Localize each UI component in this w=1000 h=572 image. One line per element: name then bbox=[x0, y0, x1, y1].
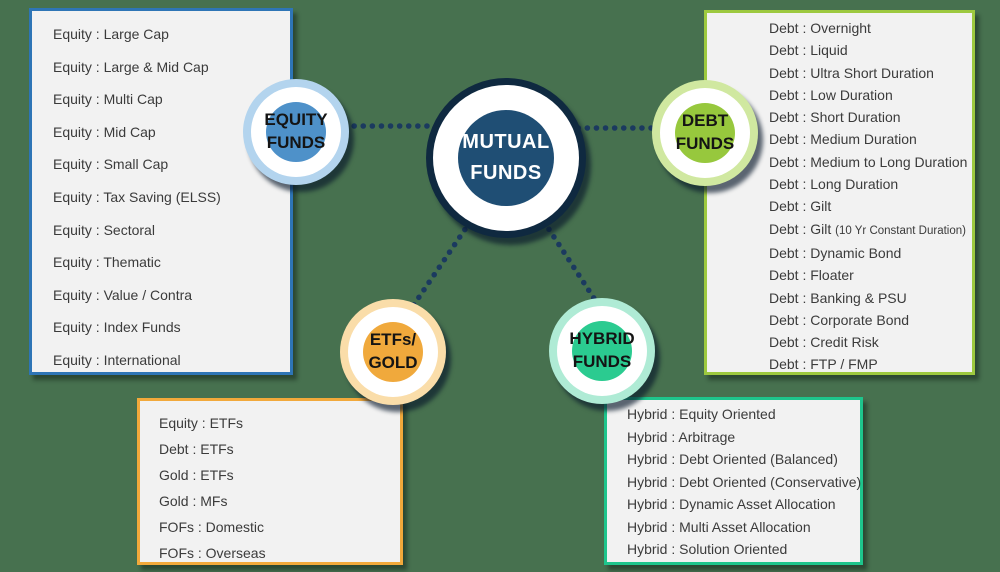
list-item: FOFs : Overseas bbox=[159, 545, 266, 561]
etf-gold-node-core: ETFs/ GOLD bbox=[363, 322, 423, 382]
list-item: Debt : Short Duration bbox=[769, 109, 901, 126]
list-item: Hybrid : Solution Oriented bbox=[627, 541, 788, 557]
list-item: Debt : Banking & PSU bbox=[769, 289, 907, 306]
list-item: Equity : Multi Cap bbox=[53, 91, 163, 108]
list-item: Equity : Mid Cap bbox=[53, 123, 156, 140]
hybrid-funds-label-line2: FUNDS bbox=[572, 352, 632, 371]
equity-funds-node: EQUITY FUNDS bbox=[243, 79, 349, 185]
list-item: Equity : Large & Mid Cap bbox=[53, 58, 209, 75]
list-item: Equity : Large Cap bbox=[53, 26, 169, 42]
list-item: Hybrid : Arbitrage bbox=[627, 428, 736, 445]
list-item: Hybrid : Debt Oriented (Balanced) bbox=[627, 451, 838, 467]
list-item: Equity : ETFs bbox=[159, 415, 244, 431]
mutual-funds-node: MUTUAL FUNDS bbox=[426, 78, 586, 238]
list-item: Debt : Ultra Short Duration bbox=[769, 64, 934, 81]
list-item: Hybrid : Equity Oriented bbox=[627, 406, 776, 422]
mutual-funds-label-line1: MUTUAL bbox=[462, 131, 550, 153]
list-item: Equity : Sectoral bbox=[53, 221, 155, 238]
list-item: Equity : Thematic bbox=[53, 254, 161, 271]
hybrid-funds-node-ring: HYBRID FUNDS bbox=[557, 306, 647, 396]
list-item: Equity : Index Funds bbox=[53, 319, 181, 336]
debt-funds-node-core: DEBT FUNDS bbox=[675, 103, 735, 163]
debt-funds-label-line2: FUNDS bbox=[675, 134, 735, 153]
debt-funds-node-ring: DEBT FUNDS bbox=[660, 88, 750, 178]
list-item: Debt : Credit Risk bbox=[769, 334, 879, 351]
equity-funds-node-ring: EQUITY FUNDS bbox=[251, 87, 341, 177]
equity-funds-node-core: EQUITY FUNDS bbox=[264, 102, 328, 162]
list-item: Debt : Floater bbox=[769, 267, 854, 284]
list-item: Debt : Liquid bbox=[769, 42, 848, 59]
list-item: Hybrid : Debt Oriented (Conservative) bbox=[627, 473, 862, 490]
list-item: Equity : Value / Contra bbox=[53, 286, 193, 303]
hybrid-funds-label-line1: HYBRID bbox=[569, 329, 635, 349]
list-item: Debt : Gilt (10 Yr Constant Duration) bbox=[769, 220, 966, 237]
list-item: Debt : Overnight bbox=[769, 20, 871, 36]
list-item: FOFs : Domestic bbox=[159, 519, 265, 535]
list-item: Equity : International bbox=[53, 351, 181, 368]
list-item: Gold : MFs bbox=[159, 493, 228, 509]
connector-center-hybrid bbox=[536, 211, 602, 309]
debt-funds-node: DEBT FUNDS bbox=[652, 80, 758, 186]
etf-gold-node-ring: ETFs/ GOLD bbox=[348, 307, 438, 397]
list-item: Debt : Medium to Long Duration bbox=[769, 153, 968, 170]
hybrid-funds-node-core: HYBRID FUNDS bbox=[569, 321, 635, 381]
list-item-note: (10 Yr Constant Duration) bbox=[835, 224, 966, 237]
debt-funds-label-line1: DEBT bbox=[681, 111, 729, 131]
etf-gold-label-line1: ETFs/ bbox=[369, 330, 417, 350]
connector-center-etf bbox=[410, 219, 473, 309]
etf-gold-label-line2: GOLD bbox=[368, 353, 418, 372]
mutual-funds-node-ring: MUTUAL FUNDS bbox=[433, 85, 579, 231]
hybrid-funds-node: HYBRID FUNDS bbox=[549, 298, 655, 404]
etf-gold-node: ETFs/ GOLD bbox=[340, 299, 446, 405]
list-item: Debt : ETFs bbox=[159, 441, 234, 457]
list-item: Hybrid : Multi Asset Allocation bbox=[627, 518, 811, 535]
list-item: Debt : Medium Duration bbox=[769, 131, 917, 148]
list-item: Hybrid : Dynamic Asset Allocation bbox=[627, 496, 836, 512]
list-item: Debt : Dynamic Bond bbox=[769, 244, 902, 261]
equity-funds-label-line2: FUNDS bbox=[266, 133, 326, 152]
equity-funds-label-line1: EQUITY bbox=[264, 110, 328, 130]
list-item: Debt : Long Duration bbox=[769, 176, 899, 193]
list-item: Gold : ETFs bbox=[159, 467, 234, 483]
mutual-funds-node-core: MUTUAL FUNDS bbox=[458, 110, 554, 206]
list-item: Equity : Tax Saving (ELSS) bbox=[53, 188, 221, 205]
list-item: Debt : Low Duration bbox=[769, 86, 893, 103]
list-item: Debt : Gilt bbox=[769, 198, 832, 215]
mutual-funds-label-line2: FUNDS bbox=[470, 162, 542, 184]
list-item: Debt : FTP / FMP bbox=[769, 356, 878, 373]
list-item: Equity : Small Cap bbox=[53, 156, 169, 173]
list-item: Debt : Corporate Bond bbox=[769, 311, 910, 328]
